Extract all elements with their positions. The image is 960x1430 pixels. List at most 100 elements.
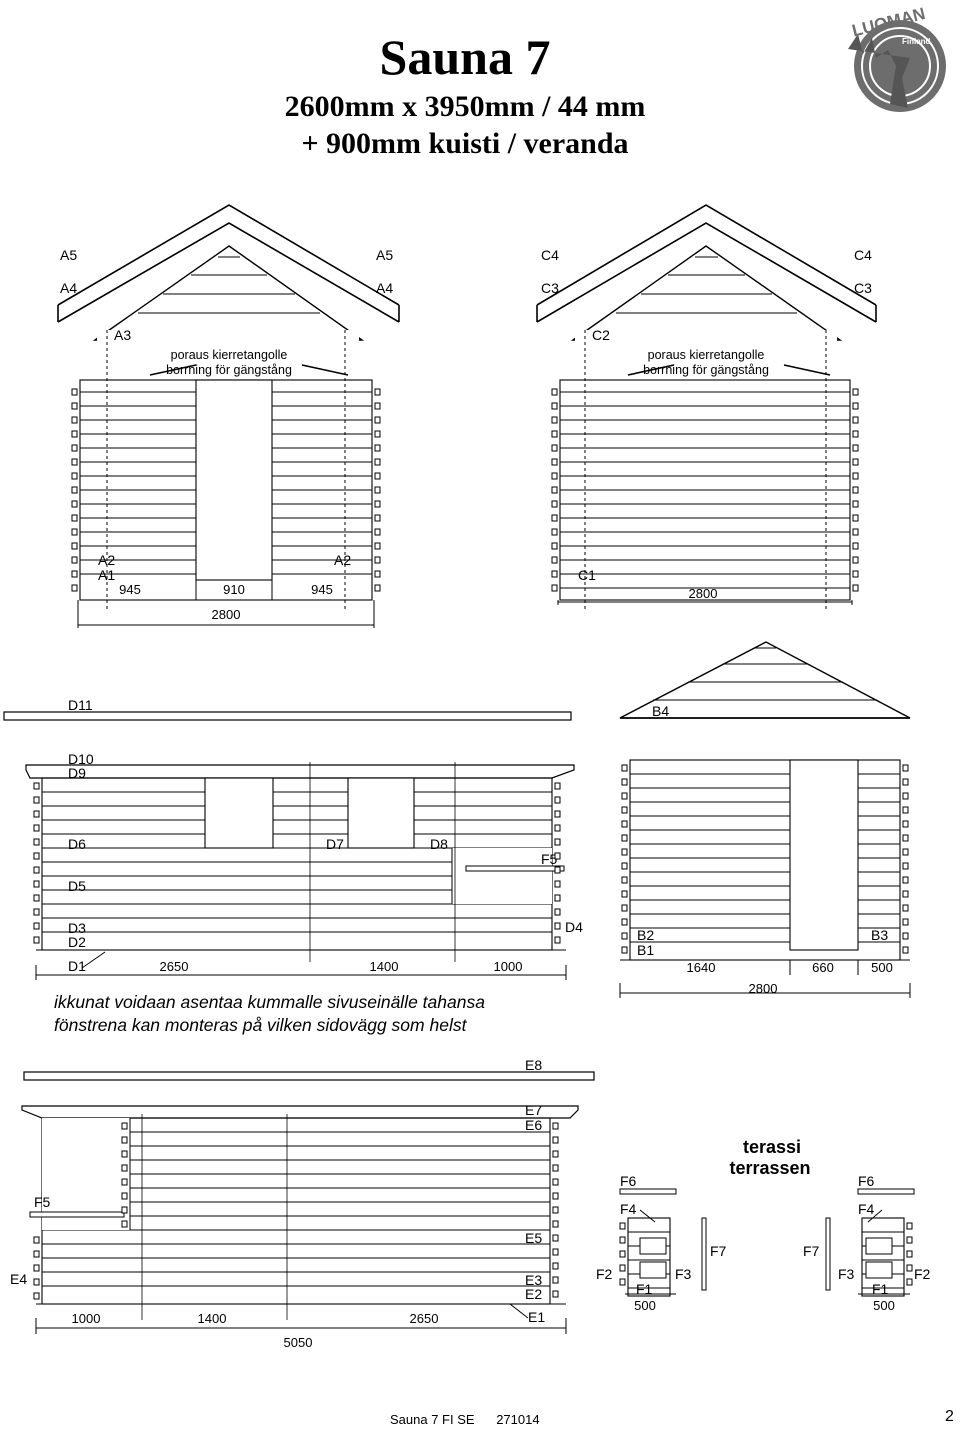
window-opening-2 (347, 777, 415, 849)
terrace-title-sv: terrassen (729, 1158, 810, 1178)
dim-945-right: 945 (311, 582, 333, 597)
log-notch (33, 1292, 40, 1300)
log-notch (551, 472, 558, 480)
log-notch (621, 806, 628, 814)
log-notch (374, 486, 381, 494)
log-notch (551, 542, 558, 550)
log-notch (852, 430, 859, 438)
log-notch (852, 444, 859, 452)
label-c3-right: C3 (854, 280, 872, 296)
log-notch (902, 890, 909, 898)
label-e8: E8 (525, 1057, 542, 1073)
log-notch (552, 1290, 559, 1298)
label-c1: C1 (578, 567, 596, 583)
log-notch (71, 430, 78, 438)
log-notch (374, 570, 381, 578)
log-notch (621, 946, 628, 954)
label-a2-right: A2 (334, 552, 351, 568)
log-notch (619, 1236, 626, 1244)
label-f3-right: F3 (838, 1266, 855, 1282)
log-notch (33, 1264, 40, 1272)
log-notch (621, 932, 628, 940)
label-d3: D3 (68, 920, 86, 936)
log-notch (374, 514, 381, 522)
side-wall-d (3, 711, 575, 980)
footer-code: 271014 (496, 1412, 540, 1427)
log-notch (621, 792, 628, 800)
label-f7-left: F7 (710, 1243, 727, 1259)
log-notch (33, 782, 40, 790)
dim-1400-e: 1400 (198, 1311, 227, 1326)
log-notch (621, 904, 628, 912)
log-notch (552, 1136, 559, 1144)
log-notch (71, 416, 78, 424)
log-notch (551, 486, 558, 494)
dim-945-left: 945 (119, 582, 141, 597)
label-e1: E1 (528, 1309, 545, 1325)
log-notch (71, 402, 78, 410)
log-notch (551, 430, 558, 438)
label-e2: E2 (525, 1286, 542, 1302)
log-notch (552, 1206, 559, 1214)
log-notch (552, 1122, 559, 1130)
log-notch (906, 1222, 913, 1230)
label-e5: E5 (525, 1230, 542, 1246)
log-notch (551, 416, 558, 424)
log-notch (121, 1150, 128, 1158)
log-notch (374, 444, 381, 452)
log-notch (33, 936, 40, 944)
front-gable-wall (57, 204, 400, 628)
label-c4-right: C4 (854, 247, 872, 263)
log-notch (554, 880, 561, 888)
log-notch (554, 782, 561, 790)
dim-1000-d: 1000 (494, 959, 523, 974)
log-notch (619, 1278, 626, 1286)
label-c4-left: C4 (541, 247, 559, 263)
log-notch (852, 570, 859, 578)
label-b3: B3 (871, 927, 888, 943)
dim-1400-d: 1400 (370, 959, 399, 974)
footer-doc-name: Sauna 7 FI SE (390, 1412, 475, 1427)
log-notch (852, 514, 859, 522)
label-a5-left: A5 (60, 247, 77, 263)
log-notch (902, 946, 909, 954)
drill-note-sv-left: borrning för gängstång (166, 363, 292, 377)
log-notch (551, 514, 558, 522)
label-f2-right: F2 (914, 1266, 931, 1282)
log-notch (551, 402, 558, 410)
log-notch (121, 1122, 128, 1130)
log-notch (33, 1278, 40, 1286)
log-notch (902, 862, 909, 870)
log-notch (902, 792, 909, 800)
log-notch (121, 1206, 128, 1214)
log-notch (33, 894, 40, 902)
window-note-fi: ikkunat voidaan asentaa kummalle sivusei… (54, 992, 485, 1012)
log-notch (121, 1192, 128, 1200)
side-wall-e (21, 1071, 595, 1334)
label-d10: D10 (68, 751, 94, 767)
dim-500-terrace-right: 500 (873, 1298, 895, 1313)
dim-500-terrace-left: 500 (634, 1298, 656, 1313)
log-notch (554, 908, 561, 916)
door-opening (195, 379, 273, 581)
log-notch (902, 904, 909, 912)
logo-subtext: Finland (902, 37, 931, 46)
label-f1-right: F1 (872, 1281, 889, 1297)
log-notch (551, 500, 558, 508)
log-notch (374, 472, 381, 480)
label-c3-left: C3 (541, 280, 559, 296)
log-notch (551, 458, 558, 466)
log-notch (902, 918, 909, 926)
label-f6-left: F6 (620, 1173, 637, 1189)
log-notch (551, 570, 558, 578)
log-notch (554, 894, 561, 902)
log-notch (552, 1164, 559, 1172)
log-notch (374, 584, 381, 592)
log-notch (121, 1178, 128, 1186)
log-notch (621, 862, 628, 870)
log-notch (71, 458, 78, 466)
log-notch (852, 528, 859, 536)
log-notch (551, 556, 558, 564)
label-d7: D7 (326, 836, 344, 852)
door-opening-b (789, 759, 859, 951)
